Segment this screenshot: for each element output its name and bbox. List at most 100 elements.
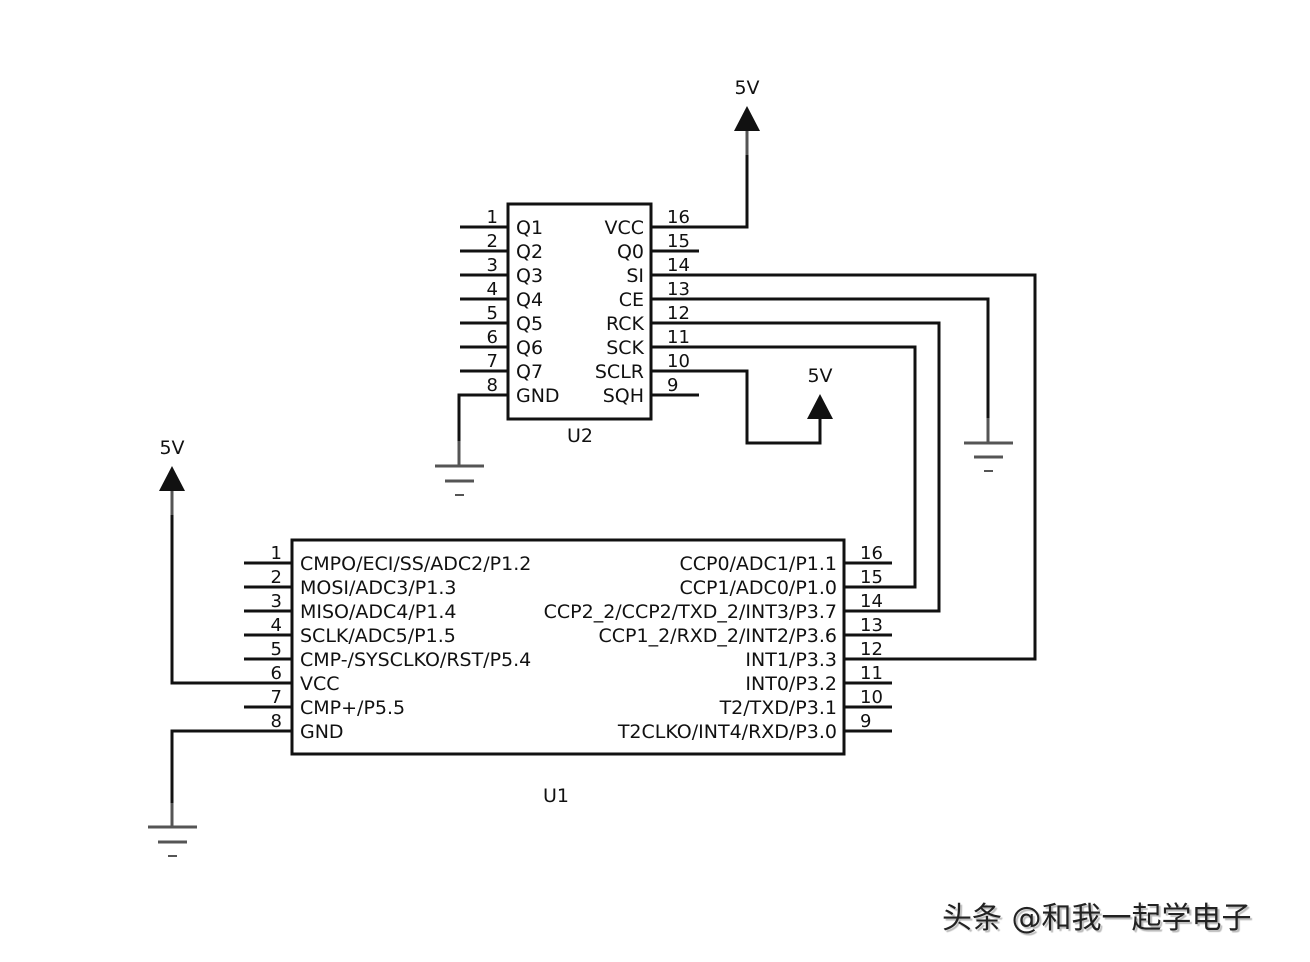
pin-name: Q2 — [516, 241, 543, 263]
power-symbol-u2-vcc: 5V — [734, 77, 760, 131]
u1-chip: 1 CMPO/ECI/SS/ADC2/P1.2 2 MOSI/ADC3/P1.3 3 MI… — [244, 538, 892, 807]
pin-number: 5 — [271, 639, 282, 660]
power-symbol-u2-sclr: 5V — [807, 365, 833, 419]
u1-ref: U1 — [543, 785, 569, 807]
u2-pin-10: 10 SCLR — [595, 351, 699, 383]
u1-pin-2: 2 MOSI/ADC3/P1.3 — [244, 567, 456, 599]
pin-name: INT0/P3.2 — [745, 673, 837, 695]
pin-name: SCLK/ADC5/P1.5 — [300, 625, 456, 647]
pin-number: 9 — [860, 711, 871, 732]
pin-number: 4 — [271, 615, 282, 636]
pin-number: 1 — [487, 207, 498, 228]
pin-name: MOSI/ADC3/P1.3 — [300, 577, 456, 599]
u2-pin-4: 4 Q4 — [460, 279, 543, 311]
pin-name: Q3 — [516, 265, 543, 287]
pin-number: 15 — [667, 231, 690, 252]
pin-number: 8 — [271, 711, 282, 732]
wire-u2-gnd — [457, 393, 484, 441]
pin-name: INT1/P3.3 — [745, 649, 837, 671]
ground-symbol-ce — [964, 441, 1013, 472]
u1-pin-5: 5 CMP-/SYSCLKO/RST/P5.4 — [244, 639, 531, 671]
pin-number: 15 — [860, 567, 883, 588]
pin-name: VCC — [604, 217, 644, 239]
pin-number: 16 — [667, 207, 690, 228]
pin-name: CMP-/SYSCLKO/RST/P5.4 — [300, 649, 531, 671]
pin-number: 4 — [487, 279, 498, 300]
pin-name: Q5 — [516, 313, 543, 335]
pin-name: VCC — [300, 673, 340, 695]
u1-body — [290, 538, 846, 756]
pin-number: 6 — [271, 663, 282, 684]
wire-si-p33 — [651, 273, 1037, 661]
pin-number: 16 — [860, 543, 883, 564]
pin-name: MISO/ADC4/P1.4 — [300, 601, 456, 623]
u1-pin-1: 1 CMPO/ECI/SS/ADC2/P1.2 — [244, 543, 531, 575]
pin-name: GND — [516, 385, 560, 407]
pin-number: 10 — [667, 351, 690, 372]
ground-symbol-u1 — [148, 825, 197, 857]
pin-name: SCK — [606, 337, 644, 359]
pin-name: T2/TXD/P3.1 — [719, 697, 837, 719]
pin-name: SI — [626, 265, 644, 287]
pin-number: 2 — [487, 231, 498, 252]
u2-body — [506, 202, 653, 421]
watermark: 头条 @和我一起学电子 — [942, 901, 1252, 936]
power-arrow-icon — [734, 106, 760, 131]
pin-name: T2CLKO/INT4/RXD/P3.0 — [617, 721, 837, 743]
pin-number: 3 — [271, 591, 282, 612]
pin-number: 11 — [860, 663, 883, 684]
pin-number: 2 — [271, 567, 282, 588]
u2-pin-9: 9 SQH — [603, 375, 699, 407]
pin-name: Q7 — [516, 361, 543, 383]
power-label: 5V — [734, 77, 759, 99]
wire-sck-p10 — [651, 345, 917, 589]
pin-number: 10 — [860, 687, 883, 708]
pin-name: CMPO/ECI/SS/ADC2/P1.2 — [300, 553, 531, 575]
power-arrow-icon — [159, 466, 185, 491]
power-label: 5V — [159, 437, 184, 459]
u2-ref: U2 — [567, 425, 593, 447]
pin-name: SCLR — [595, 361, 644, 383]
pin-name: CCP1/ADC0/P1.0 — [679, 577, 837, 599]
pin-number: 3 — [487, 255, 498, 276]
wires — [170, 130, 1037, 827]
pin-name: CE — [619, 289, 644, 311]
u2-pin-3: 3 Q3 — [460, 255, 543, 287]
pin-name: Q1 — [516, 217, 543, 239]
pin-number: 1 — [271, 543, 282, 564]
u1-pin-3: 3 MISO/ADC4/P1.4 — [244, 591, 456, 623]
pin-number: 11 — [667, 327, 690, 348]
u1-pin-10: 10 T2/TXD/P3.1 — [719, 687, 892, 719]
pin-name: CMP+/P5.5 — [300, 697, 405, 719]
power-label: 5V — [807, 365, 832, 387]
pin-name: CCP2_2/CCP2/TXD_2/INT3/P3.7 — [544, 601, 837, 623]
u1-pin-16: 16 CCP0/ADC1/P1.1 — [679, 543, 892, 575]
pin-number: 14 — [860, 591, 883, 612]
wire-u1-vcc-5v — [170, 515, 268, 685]
pin-number: 13 — [860, 615, 883, 636]
pin-name: CCP0/ADC1/P1.1 — [679, 553, 837, 575]
pin-number: 14 — [667, 255, 690, 276]
wire-rck-p37 — [651, 321, 941, 613]
pin-name: RCK — [606, 313, 645, 335]
wire-u2-sclr-5v — [651, 369, 822, 445]
pin-number: 13 — [667, 279, 690, 300]
pin-number: 9 — [667, 375, 678, 396]
power-symbol-u1-vcc: 5V — [159, 437, 185, 491]
u1-pin-11: 11 INT0/P3.2 — [745, 663, 892, 695]
pin-name: Q6 — [516, 337, 543, 359]
pin-name: Q4 — [516, 289, 543, 311]
pin-number: 7 — [487, 351, 498, 372]
u1-pin-13: 13 CCP1_2/RXD_2/INT2/P3.6 — [599, 615, 892, 647]
pin-name: CCP1_2/RXD_2/INT2/P3.6 — [599, 625, 838, 647]
wire-u1-gnd — [170, 729, 268, 803]
pin-name: SQH — [603, 385, 644, 407]
pin-name: GND — [300, 721, 344, 743]
pin-number: 12 — [667, 303, 690, 324]
pin-number: 8 — [487, 375, 498, 396]
u1-pin-4: 4 SCLK/ADC5/P1.5 — [244, 615, 456, 647]
